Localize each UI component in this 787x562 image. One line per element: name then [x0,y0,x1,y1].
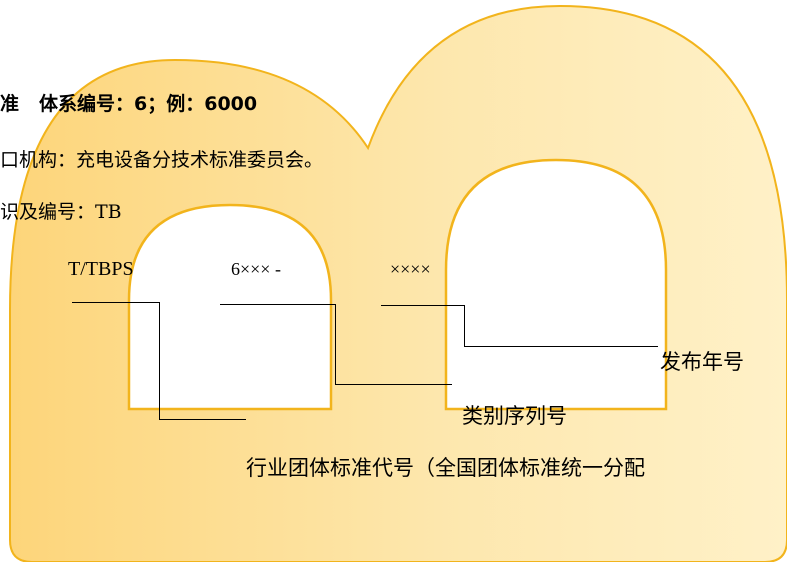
committee-line: 口机构：充电设备分技术标准委员会。 [0,149,324,171]
year-connector [464,305,465,347]
heading-system-number: 体系编号：6；例：6000 [39,93,258,115]
code-series: 6××× - [231,259,281,279]
label-publish-year: 发布年号 [660,350,744,374]
series-leader [335,384,452,385]
label-category-sequence: 类别序列号 [462,404,567,428]
code-year: ×××× [390,259,431,279]
prefix-leader [159,419,246,420]
series-connector [335,304,336,385]
prefix-connector [159,302,160,420]
code-prefix: T/TBPS [68,258,134,280]
year-underline [381,305,465,306]
identifier-line: 识及编号：TB [0,201,122,223]
heading-fragment: 准 [0,93,20,115]
series-underline [220,304,336,305]
year-leader [464,346,658,347]
prefix-underline [72,302,160,303]
label-industry-code: 行业团体标准代号（全国团体标准统一分配 [246,456,645,480]
arch-shape [9,4,787,562]
